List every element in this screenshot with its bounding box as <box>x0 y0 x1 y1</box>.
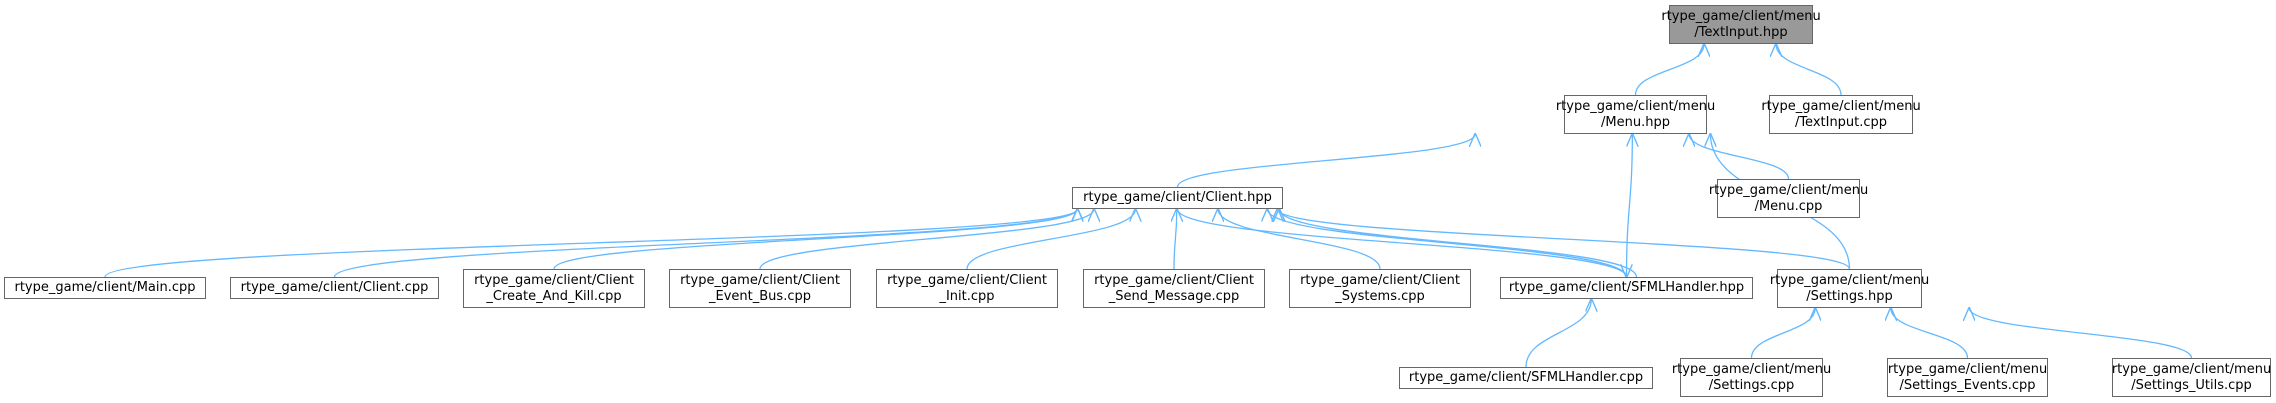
node-send-message-cpp-line2: _Send_Message.cpp <box>1108 288 1240 304</box>
edge-systems-cpp-to-client-hpp <box>1218 209 1381 270</box>
node-menu-cpp-line2: /Menu.cpp <box>1754 198 1823 214</box>
node-send-message-cpp[interactable]: rtype_game/client/Client _Send_Message.c… <box>1083 269 1265 308</box>
edge-create-kill-cpp-to-client-hpp <box>553 209 1078 270</box>
node-settings-events-cpp-line2: /Settings_Events.cpp <box>1899 377 2036 393</box>
edge-sfmlhandler-hpp-to-client-hpp-2 <box>1279 209 1638 278</box>
node-sfmlhandler-hpp-line1: rtype_game/client/SFMLHandler.hpp <box>1508 280 1745 295</box>
node-textinput-cpp[interactable]: rtype_game/client/menu /TextInput.cpp <box>1761 95 1921 134</box>
node-settings-hpp-line1: rtype_game/client/menu <box>1769 272 1930 288</box>
node-settings-events-cpp-line1: rtype_game/client/menu <box>1887 361 2048 377</box>
edge-menu-hpp-to-textinput-hpp <box>1634 44 1705 96</box>
node-settings-cpp-line2: /Settings.cpp <box>1708 377 1795 393</box>
node-settings-utils-cpp[interactable]: rtype_game/client/menu /Settings_Utils.c… <box>2112 358 2271 397</box>
edge-client-hpp-to-menu-hpp <box>1176 134 1476 188</box>
node-main-cpp-line1: rtype_game/client/Main.cpp <box>14 280 196 295</box>
node-init-cpp-line2: _Init.cpp <box>939 288 995 304</box>
node-textinput-hpp: rtype_game/client/menu /TextInput.hpp <box>1661 5 1821 44</box>
node-create-and-kill-cpp-line2: _Create_And_Kill.cpp <box>486 288 622 304</box>
edge-settings-events-cpp-to-settings-hpp <box>1891 308 1969 359</box>
edge-main-cpp-to-client-hpp <box>104 209 1078 278</box>
edge-menu-cpp-to-menu-hpp <box>1689 134 1790 180</box>
edge-client-hpp-to-sfmlhandler-hpp <box>1176 208 1627 277</box>
edge-send-message-cpp-to-client-hpp <box>1174 209 1177 270</box>
node-textinput-hpp-line1: rtype_game/client/menu <box>1661 8 1821 24</box>
node-textinput-cpp-line1: rtype_game/client/menu <box>1761 98 1921 114</box>
node-textinput-cpp-line2: /TextInput.cpp <box>1794 114 1888 130</box>
node-event-bus-cpp-line2: _Event_Bus.cpp <box>709 288 811 304</box>
node-send-message-cpp-line1: rtype_game/client/Client <box>1094 272 1254 288</box>
node-settings-utils-cpp-line2: /Settings_Utils.cpp <box>2131 377 2252 393</box>
node-menu-cpp[interactable]: rtype_game/client/menu /Menu.cpp <box>1709 179 1868 218</box>
node-init-cpp-line1: rtype_game/client/Client <box>887 272 1047 288</box>
edge-settings-hpp-to-client-hpp <box>1278 209 1851 270</box>
node-client-cpp-line1: rtype_game/client/Client.cpp <box>240 280 429 295</box>
edge-event-bus-cpp-to-client-hpp <box>759 209 1094 270</box>
node-client-hpp-line1: rtype_game/client/Client.hpp <box>1083 190 1272 205</box>
edge-sfmlhandler-cpp-to-sfmlhandler-hpp <box>1525 299 1591 368</box>
node-event-bus-cpp-line1: rtype_game/client/Client <box>680 272 840 288</box>
edge-sfmlhandler-hpp-to-menu-hpp <box>1625 134 1633 278</box>
edge-settings-cpp-to-settings-hpp <box>1750 308 1816 359</box>
node-settings-cpp-line1: rtype_game/client/menu <box>1671 361 1832 377</box>
node-sfmlhandler-cpp[interactable]: rtype_game/client/SFMLHandler.cpp <box>1399 367 1653 389</box>
edge-init-cpp-to-client-hpp <box>966 209 1135 270</box>
node-client-hpp[interactable]: rtype_game/client/Client.hpp <box>1072 187 1283 209</box>
node-systems-cpp[interactable]: rtype_game/client/Client _Systems.cpp <box>1289 269 1471 308</box>
node-main-cpp[interactable]: rtype_game/client/Main.cpp <box>4 277 206 299</box>
node-sfmlhandler-hpp[interactable]: rtype_game/client/SFMLHandler.hpp <box>1500 277 1753 299</box>
node-systems-cpp-line2: _Systems.cpp <box>1335 288 1425 304</box>
node-init-cpp[interactable]: rtype_game/client/Client _Init.cpp <box>876 269 1058 308</box>
edge-settings-utils-cpp-to-settings-hpp <box>1969 308 2193 359</box>
node-create-and-kill-cpp-line1: rtype_game/client/Client <box>474 272 634 288</box>
node-settings-hpp[interactable]: rtype_game/client/menu /Settings.hpp <box>1770 269 1929 308</box>
node-settings-hpp-line2: /Settings.hpp <box>1806 288 1893 304</box>
edge-client-cpp-to-client-hpp <box>333 209 1078 278</box>
node-client-cpp[interactable]: rtype_game/client/Client.cpp <box>230 277 439 299</box>
node-menu-hpp-line2: /Menu.hpp <box>1601 114 1670 130</box>
node-systems-cpp-line1: rtype_game/client/Client <box>1300 272 1460 288</box>
node-create-and-kill-cpp[interactable]: rtype_game/client/Client _Create_And_Kil… <box>463 269 645 308</box>
node-menu-hpp[interactable]: rtype_game/client/menu /Menu.hpp <box>1556 95 1715 134</box>
node-menu-cpp-line1: rtype_game/client/menu <box>1708 182 1869 198</box>
node-textinput-hpp-line2: /TextInput.hpp <box>1694 24 1788 40</box>
node-settings-cpp[interactable]: rtype_game/client/menu /Settings.cpp <box>1672 358 1831 397</box>
edge-textinput-cpp-to-textinput-hpp <box>1776 44 1842 96</box>
node-menu-hpp-line1: rtype_game/client/menu <box>1555 98 1716 114</box>
node-event-bus-cpp[interactable]: rtype_game/client/Client _Event_Bus.cpp <box>669 269 851 308</box>
node-sfmlhandler-cpp-line1: rtype_game/client/SFMLHandler.cpp <box>1408 370 1644 385</box>
node-settings-events-cpp[interactable]: rtype_game/client/menu /Settings_Events.… <box>1887 358 2048 397</box>
node-settings-utils-cpp-line1: rtype_game/client/menu <box>2111 361 2272 377</box>
